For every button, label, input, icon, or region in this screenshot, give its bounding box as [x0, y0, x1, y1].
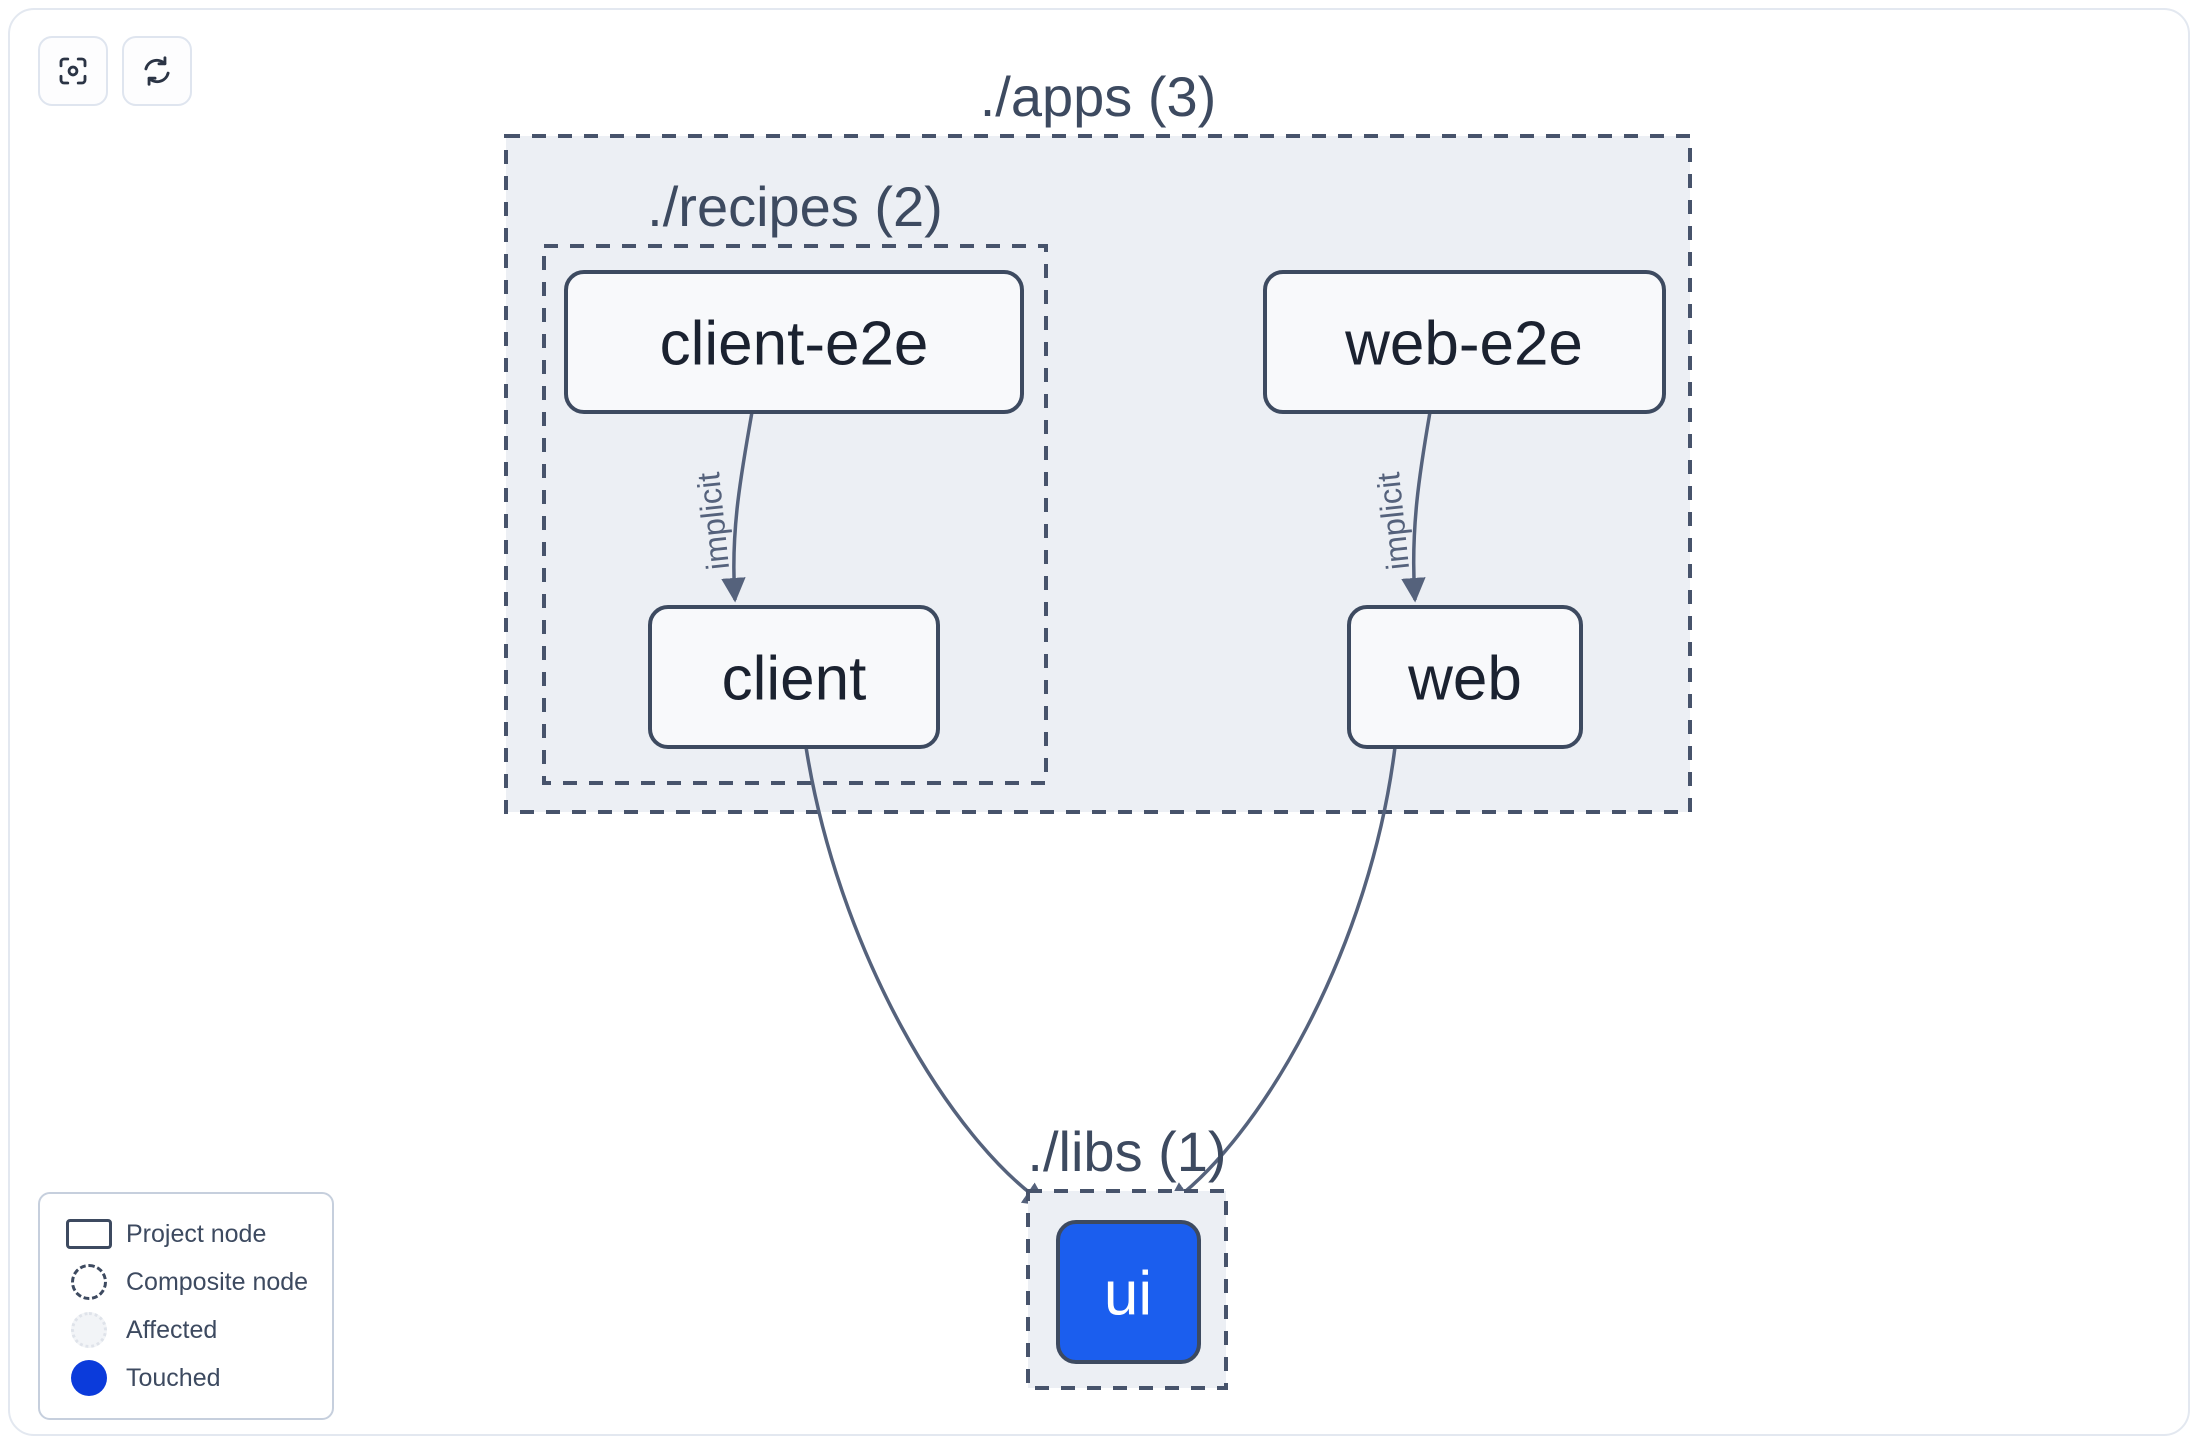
project-node-web-e2e-label: web-e2e [1344, 310, 1583, 379]
legend-item-project-node: Project node [58, 1210, 314, 1258]
project-node-web-rect[interactable] [1347, 605, 1583, 749]
graph-legend: Project node Composite node Affected Tou… [38, 1192, 334, 1420]
project-node-web-e2e[interactable]: web-e2e [1263, 270, 1666, 414]
composite-node-swatch [58, 1264, 120, 1300]
edge-web-to-ui [1166, 746, 1397, 1207]
project-node-swatch [58, 1219, 120, 1249]
legend-item-affected-label: Affected [126, 1315, 218, 1344]
edge-client-to-ui-path [804, 746, 1049, 1207]
graph-toolbar [38, 36, 192, 106]
project-node-client-e2e-rect[interactable] [564, 270, 1024, 414]
edge-client-e2e-to-client-path [721, 411, 754, 603]
project-node-client[interactable]: client [648, 605, 940, 749]
edge-client-to-ui [804, 746, 1049, 1207]
legend-item-composite-node: Composite node [58, 1258, 314, 1306]
legend-item-project-node-label: Project node [126, 1219, 267, 1248]
legend-item-touched-label: Touched [126, 1363, 221, 1392]
touched-swatch [58, 1360, 120, 1396]
composite-group-libs-label: ./libs (1) [1027, 1120, 1226, 1183]
edge-web-to-ui-path [1166, 746, 1397, 1207]
project-node-ui-rect[interactable] [1056, 1220, 1201, 1364]
edge-web-e2e-to-web-path [1401, 411, 1432, 603]
project-node-client-rect[interactable] [648, 605, 940, 749]
project-node-client-e2e-label: client-e2e [660, 310, 929, 379]
project-node-client-label: client [722, 645, 867, 714]
project-node-ui[interactable]: ui [1056, 1220, 1201, 1364]
project-node-ui-label: ui [1104, 1260, 1152, 1329]
focus-target-icon [55, 53, 91, 89]
legend-item-affected: Affected [58, 1306, 314, 1354]
affected-swatch [58, 1312, 120, 1348]
project-node-client-e2e[interactable]: client-e2e [564, 270, 1024, 414]
refresh-sync-icon [139, 53, 175, 89]
composite-group-recipes-label: ./recipes (2) [647, 175, 943, 238]
composite-group-apps-label: ./apps (3) [980, 65, 1217, 128]
refresh-graph-button[interactable] [122, 36, 192, 106]
focus-graph-button[interactable] [38, 36, 108, 106]
project-node-web-label: web [1407, 645, 1522, 714]
project-node-web-e2e-rect[interactable] [1263, 270, 1666, 414]
project-node-web[interactable]: web [1347, 605, 1583, 749]
legend-item-touched: Touched [58, 1354, 314, 1402]
legend-item-composite-node-label: Composite node [126, 1267, 309, 1296]
